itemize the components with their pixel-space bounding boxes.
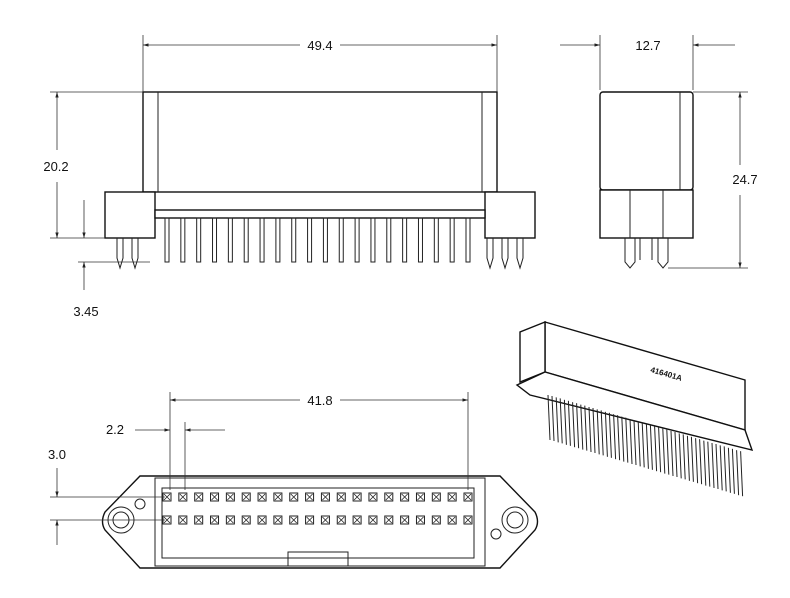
pin-cavity — [400, 492, 410, 502]
iso-pin — [588, 406, 596, 454]
iso-pin — [703, 440, 711, 487]
iso-pin — [613, 414, 621, 461]
dim-side-height: 24.7 — [732, 172, 757, 187]
pin — [227, 217, 233, 263]
pin — [322, 217, 328, 263]
pin — [243, 217, 249, 263]
iso-pin — [670, 430, 678, 478]
pin-cavity — [305, 515, 315, 525]
pin — [164, 217, 170, 263]
pin — [433, 217, 439, 263]
pin — [465, 217, 471, 263]
pin-cavity — [194, 515, 204, 525]
pin-cavity — [273, 492, 283, 502]
iso-pin — [686, 435, 694, 482]
iso-pin — [736, 450, 744, 497]
pin — [338, 217, 344, 263]
dim-side-width: 12.7 — [635, 38, 660, 53]
pin-cavity — [463, 515, 473, 525]
iso-pin — [711, 442, 719, 490]
pin-cavity — [225, 492, 235, 502]
pin-cavity — [352, 515, 362, 525]
pin-cavity — [241, 515, 251, 525]
pin — [275, 217, 281, 263]
pin — [386, 217, 392, 263]
pin-cavity — [415, 515, 425, 525]
pin-cavity — [210, 515, 220, 525]
pin-cavity — [431, 492, 441, 502]
pin-cavity — [400, 515, 410, 525]
pin-cavity — [336, 515, 346, 525]
pin-cavity — [289, 515, 299, 525]
pin-cavity — [210, 492, 220, 502]
pin-cavity — [368, 492, 378, 502]
pin-cavity — [463, 492, 473, 502]
pin-cavity — [320, 492, 330, 502]
pin — [180, 217, 186, 263]
iso-pin — [555, 397, 563, 444]
iso-pin — [719, 445, 727, 492]
pin-cavity — [431, 515, 441, 525]
dim-pin-span: 41.8 — [307, 393, 332, 408]
pin-cavity — [447, 515, 457, 525]
bottom-view: 41.8 2.2 3.0 — [48, 392, 539, 569]
pin-cavity — [384, 515, 394, 525]
iso-pin — [645, 423, 653, 470]
pin-cavity — [257, 515, 267, 525]
front-view: 49.4 20.2 3.45 — [43, 35, 536, 319]
mount-peg — [486, 238, 494, 270]
iso-pin — [572, 402, 580, 449]
mount-peg — [116, 238, 124, 270]
pin-cavity — [368, 515, 378, 525]
dim-row-pitch: 3.0 — [48, 447, 66, 462]
pin-cavity — [178, 492, 188, 502]
iso-pin — [547, 394, 555, 442]
dim-front-width: 49.4 — [307, 38, 332, 53]
mount-peg — [501, 238, 509, 270]
pin-cavity — [320, 515, 330, 525]
iso-pin — [695, 438, 703, 485]
iso-pin — [621, 416, 629, 463]
pin-cavity — [289, 492, 299, 502]
pin-cavity — [447, 492, 457, 502]
pin — [291, 217, 297, 263]
pin-cavity — [352, 492, 362, 502]
iso-pin — [629, 418, 637, 466]
iso-pin — [637, 421, 645, 468]
pin — [307, 217, 313, 263]
side-view: 12.7 24.7 — [560, 35, 758, 269]
pin — [449, 217, 455, 263]
iso-pin — [727, 447, 735, 494]
pin-cavity — [225, 515, 235, 525]
pin — [370, 217, 376, 263]
iso-pin — [662, 428, 670, 475]
iso-pin — [563, 399, 571, 446]
mount-peg — [131, 238, 139, 270]
pin-cavity — [415, 492, 425, 502]
pin-cavity — [241, 492, 251, 502]
dim-pin-pitch: 2.2 — [106, 422, 124, 437]
iso-pin — [654, 426, 662, 473]
iso-pin — [678, 433, 686, 480]
pin-cavity — [257, 492, 267, 502]
mount-peg — [516, 238, 524, 270]
dim-pin-offset: 3.45 — [73, 304, 98, 319]
pin-cavity — [305, 492, 315, 502]
iso-pin — [596, 409, 604, 456]
iso-pin — [604, 411, 612, 458]
pin — [417, 217, 423, 263]
pin-cavity — [336, 492, 346, 502]
pin — [212, 217, 218, 263]
pin — [402, 217, 408, 263]
pin — [259, 217, 265, 263]
pin-cavity — [178, 515, 188, 525]
pin — [354, 217, 360, 263]
dim-front-height: 20.2 — [43, 159, 68, 174]
iso-pin — [580, 404, 588, 451]
pin-cavity — [273, 515, 283, 525]
isometric-view: 416401A — [515, 320, 754, 497]
pin-cavity — [194, 492, 204, 502]
pin-cavity — [384, 492, 394, 502]
pin — [196, 217, 202, 263]
